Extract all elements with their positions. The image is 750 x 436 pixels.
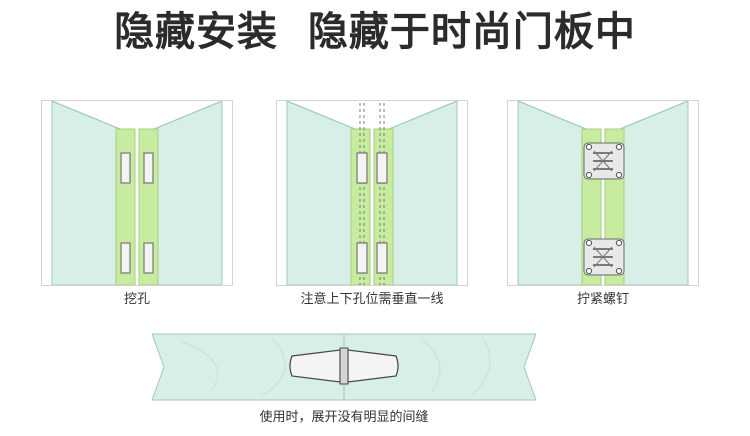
- left-glass-panel: [286, 101, 356, 285]
- wood-grain-lines: [181, 337, 491, 397]
- hinge-pivot: [339, 347, 349, 385]
- left-glass-panel: [517, 101, 587, 285]
- hinge-bottom: [583, 238, 625, 276]
- opened-hinge-top-view: [152, 333, 536, 401]
- drill-holes-diagram: [51, 101, 223, 285]
- hole-bottom-right: [143, 242, 154, 274]
- screw-icon: [585, 239, 593, 247]
- hinge-body-right: [347, 349, 399, 383]
- screw-icon: [615, 267, 623, 275]
- hole-top-right: [376, 152, 388, 184]
- hole-top-right: [143, 152, 154, 184]
- hinge-top: [583, 142, 625, 180]
- hole-bottom-right: [376, 242, 388, 274]
- right-glass-panel: [619, 101, 689, 285]
- step-panel-drill-holes: [41, 100, 233, 286]
- right-glass-panel: [388, 101, 458, 285]
- screw-icon: [615, 143, 623, 151]
- screw-icon: [615, 171, 623, 179]
- caption-tighten-screws: 拧紧螺钉: [576, 292, 629, 307]
- step-panel-align-holes: [276, 100, 468, 286]
- screw-icon: [585, 171, 593, 179]
- caption-drill-holes: 挖孔: [123, 292, 150, 307]
- step-panel-tighten-screws: [507, 100, 699, 286]
- hole-bottom-left: [120, 242, 131, 274]
- screw-icon: [615, 239, 623, 247]
- caption-opened-no-gap: 使用时，展开没有明显的间缝: [259, 410, 429, 425]
- page-title: 隐藏安装 隐藏于时尚门板中: [114, 9, 636, 55]
- hole-top-left: [356, 152, 368, 184]
- screw-icon: [585, 267, 593, 275]
- tighten-screws-diagram: [517, 101, 689, 285]
- left-glass-panel: [51, 101, 121, 285]
- hole-bottom-left: [356, 242, 368, 274]
- hole-top-left: [120, 152, 131, 184]
- align-holes-diagram: [286, 101, 458, 285]
- hinge-body-left: [289, 349, 341, 383]
- caption-align-holes: 注意上下孔位需垂直一线: [300, 292, 444, 307]
- screw-icon: [585, 143, 593, 151]
- right-glass-panel: [153, 101, 223, 285]
